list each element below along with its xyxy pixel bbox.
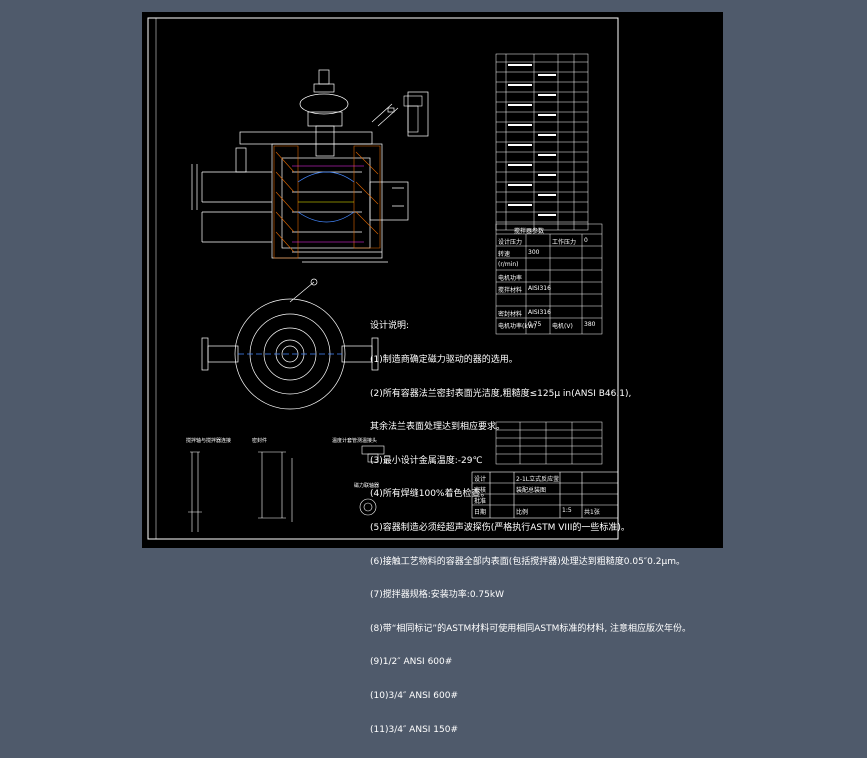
revision-table [495,421,603,465]
spec-table-cell: 380 [584,321,596,328]
design-note-item: (4)所有焊缝100%着色检查。 [370,489,490,500]
title-block-frame [471,471,619,519]
title-block-cell: 审核 [474,487,487,494]
spec-table-cell: 工作压力 [552,239,577,246]
design-note-item: (8)带“相同标记”的ASTM材料可使用相同ASTM标准的材料, 注意相应版次年… [370,623,692,634]
nozzle-detail [403,95,423,133]
spec-table-cell: 电机功率 [498,275,523,282]
design-note-item: (3)最小设计金属温度:-29℃ [370,455,483,466]
design-note-item: (5)容器制造必须经超声波探伤(严格执行ASTM VIII的一些标准)。 [370,522,630,533]
spec-table-cell: 搅拌材料 [498,287,523,294]
parts-list-fill [508,64,556,216]
title-block-cell: 日期 [474,509,487,516]
spec-table-cell: 电机功率(kW) [498,323,537,330]
cad-drawing [147,17,619,540]
title-block-cell: 比例 [516,509,529,516]
spec-table-cell: AISI316 [528,309,551,316]
detail-label-bottom: 磁力联轴器 [354,483,380,489]
drawing-viewport: 设计说明: (1)制造商确定磁力驱动的器的选用。 (2)所有容器法兰密封表面光洁… [142,12,723,735]
design-notes: 设计说明: (1)制造商确定磁力驱动的器的选用。 (2)所有容器法兰密封表面光洁… [370,299,725,758]
title-block-cell: 批准 [474,498,487,505]
title-block-cell: 设计 [474,476,487,483]
spec-table-cell: 转速 [498,251,511,258]
spec-table-cell: 300 [528,249,540,256]
title-block-cell: 1:5 [562,507,572,514]
spec-table-cell: 设计压力 [498,239,523,246]
design-note-item: (7)搅拌器规格:安装功率:0.75kW [370,590,504,601]
design-note-item: (1)制造商确定磁力驱动的器的选用。 [370,355,518,365]
title-block-cell: 装配总装图 [516,487,547,494]
detail-views [188,445,385,532]
spec-table-cell: 密封材料 [498,311,523,318]
design-note-item: (10)3/4″ ANSI 600# [370,690,459,701]
spec-table-cell: 电机(V) [552,323,573,330]
spec-table-cell: 0 [584,237,588,244]
parts-list [495,53,589,231]
design-note-item: (11)3/4″ ANSI 150# [370,724,459,735]
design-notes-title: 设计说明: [370,321,410,332]
drawing-inner-border [155,17,619,540]
main-view-magenta [292,165,364,243]
title-block-cell: 共1张 [584,509,600,516]
plan-view [201,278,379,410]
spec-table-title: 搅拌器参数 [514,228,545,235]
detail-label-mid: 密封件 [252,438,268,444]
main-view-hatch [273,145,381,259]
spec-table-cell: (r/min) [498,261,519,268]
design-note-item: (2)所有容器法兰密封表面光洁度,粗糙度≤125μ in(ANSI B46.1)… [370,388,632,399]
spec-table-cell: AISI316 [528,285,551,292]
design-note-item: (9)1/2″ ANSI 600# [370,657,453,668]
design-note-item: 其余法兰表面处理达到相应要求。 [370,422,506,433]
spec-table-cell: 0.75 [528,321,542,328]
detail-label-right: 温度计套管测温接头 [332,438,378,444]
detail-label-left: 搅拌轴与搅拌器连接 [186,438,232,444]
spec-table-frame [495,223,603,335]
title-block-cell: 2-1L立式反应釜 [516,476,560,483]
design-note-item: (6)接触工艺物料的容器全部内表面(包括搅拌器)处理达到粗糙度0.05″0.2μ… [370,556,685,567]
main-view-blue [297,171,355,223]
